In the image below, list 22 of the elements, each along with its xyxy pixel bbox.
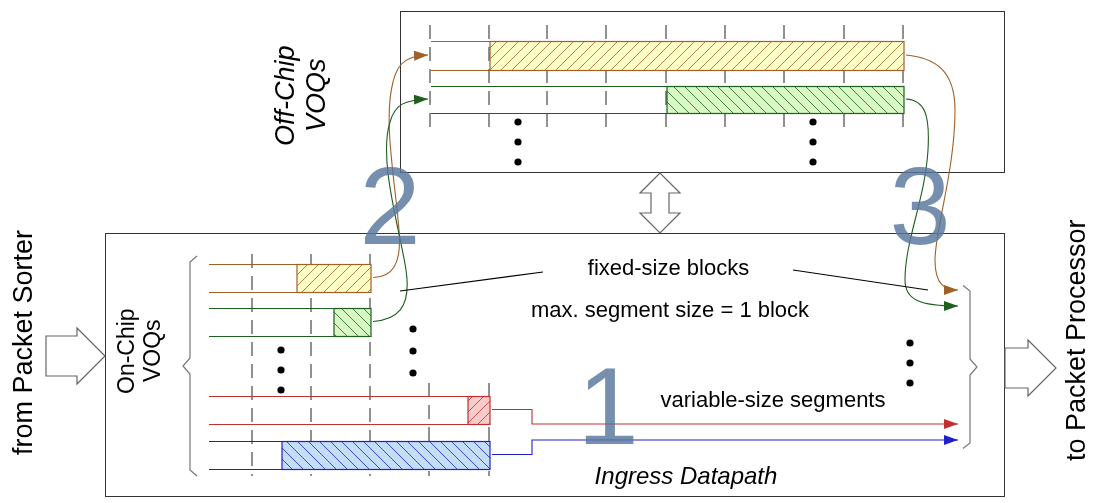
queue-bar <box>431 41 904 71</box>
queue-bar <box>431 86 904 114</box>
group-title: Off-Chip VOQs <box>268 44 332 148</box>
arrow <box>491 435 959 456</box>
queue-bar <box>209 396 490 425</box>
output-arrow <box>1004 338 1057 398</box>
leader-line <box>792 269 929 291</box>
annotation-text: fixed-size blocks <box>546 255 791 287</box>
annotation-text: variable-size segments <box>659 387 887 414</box>
destination-label: to Packet Processor <box>1056 180 1098 500</box>
source-label: from Packet Sorter <box>2 185 46 500</box>
queue-bar <box>209 264 371 293</box>
group-title: On-Chip VOQs <box>111 307 166 396</box>
transfer-arrow <box>638 172 682 234</box>
leader-line <box>399 271 544 292</box>
brace <box>961 285 979 449</box>
queue-bar <box>209 308 371 337</box>
input-arrow <box>45 326 106 386</box>
group-title: Ingress Datapath <box>593 462 779 491</box>
annotation-text: max. segment size = 1 block <box>529 297 811 324</box>
queue-bar <box>209 441 490 470</box>
arrow <box>491 408 959 429</box>
